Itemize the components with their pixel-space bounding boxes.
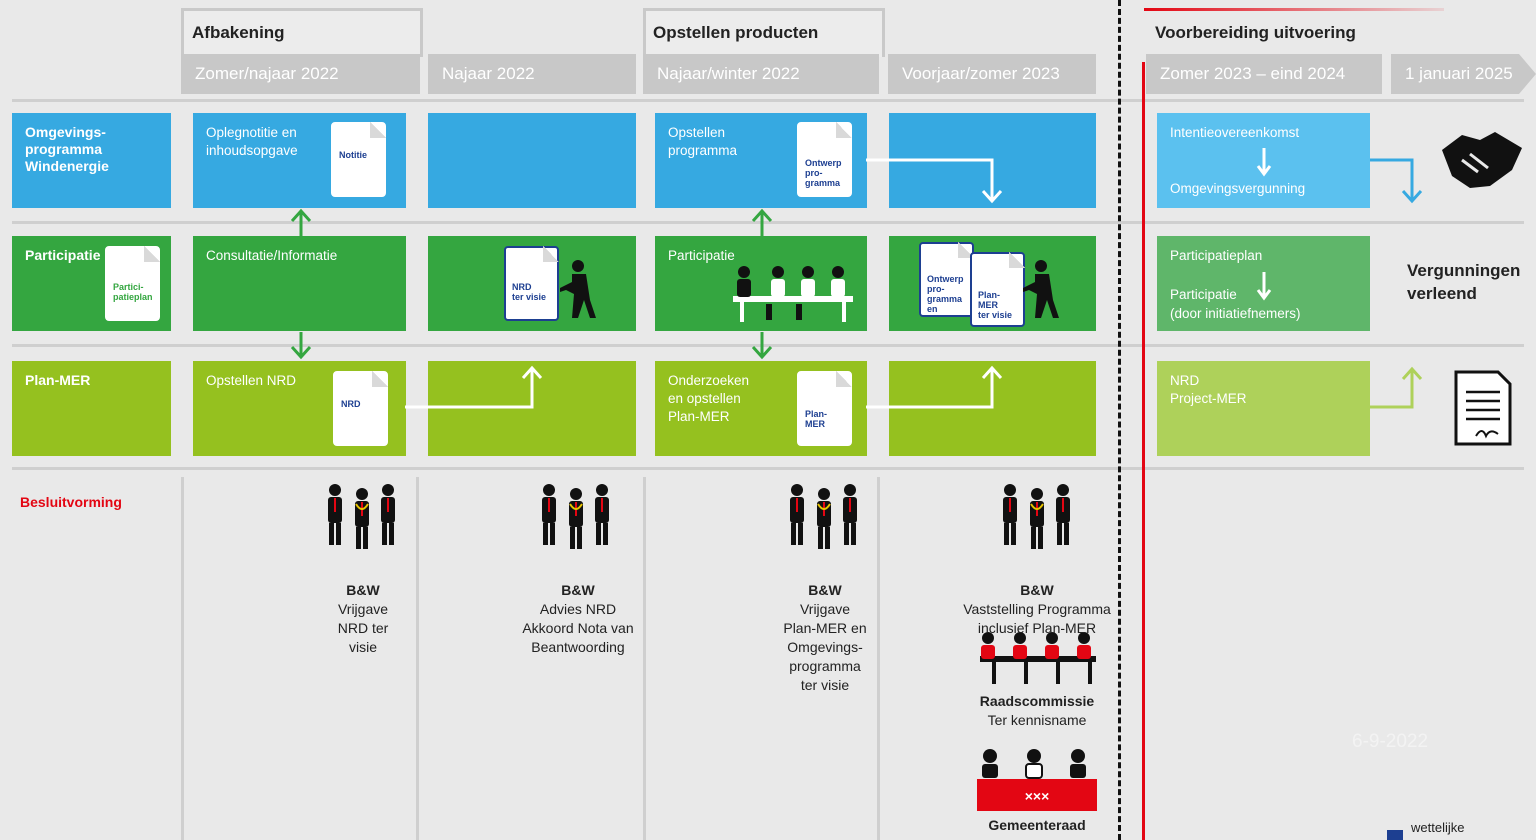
decision-1-text: Vrijgave NRD ter visie bbox=[337, 601, 389, 655]
slide-date: 6-9-2022 bbox=[1352, 731, 1429, 752]
gemeenteraad: Gemeenteraad bbox=[988, 817, 1086, 833]
doc-ontwerp1-label: Ontwerp pro- gramma bbox=[805, 158, 842, 188]
doc-notitie-label: Notitie bbox=[339, 150, 367, 160]
bw-group-icon-4 bbox=[1003, 484, 1070, 549]
doc-particip-label: Partici- patieplan bbox=[113, 282, 153, 302]
decision-4-text: Vaststelling Programma inclusief Plan-ME… bbox=[963, 601, 1111, 636]
phase-voorbereiding-title: Voorbereiding uitvoering bbox=[1155, 23, 1356, 42]
vline-2 bbox=[416, 477, 419, 840]
presenter-icon-1 bbox=[560, 260, 596, 318]
doc-nrd-label: NRD bbox=[341, 399, 361, 409]
cell-consultatie: Consultatie/Informatie bbox=[193, 236, 406, 331]
legend-text: wettelijke bbox=[1411, 820, 1465, 835]
green-arrow-up-1 bbox=[290, 208, 773, 360]
bw-group-icon-1 bbox=[328, 484, 395, 549]
document-ontwerp-programma-icon: Ontwerp pro- gramma bbox=[797, 122, 852, 197]
period-6: 1 januari 2025 bbox=[1391, 54, 1519, 94]
separator-header bbox=[12, 99, 1524, 102]
doc-nrd-visie-label: NRD ter visie bbox=[512, 282, 547, 302]
raadscommissie-text: Ter kennisname bbox=[987, 712, 1087, 728]
phase-afbakening-box bbox=[181, 8, 423, 57]
decision-2: B&W Advies NRD Akkoord Nota van Beantwoor… bbox=[508, 562, 648, 657]
period-3: Najaar/winter 2022 bbox=[643, 54, 879, 94]
mayor-chain-icons bbox=[355, 503, 1044, 510]
separator-row2 bbox=[12, 344, 1524, 347]
text-intentieovereenkomst: Intentieovereenkomst bbox=[1170, 125, 1300, 140]
red-divider bbox=[1142, 62, 1145, 840]
decision-3-title: B&W bbox=[808, 582, 842, 598]
document-plan-mer-visie-icon: Plan- MER ter visie bbox=[970, 252, 1025, 327]
svg-text:×××: ××× bbox=[1025, 788, 1050, 804]
period-2: Najaar 2022 bbox=[428, 54, 636, 94]
document-participatieplan-icon: Partici- patieplan bbox=[105, 246, 160, 321]
meeting-table-icon bbox=[733, 266, 853, 322]
handshake-icon bbox=[1442, 132, 1522, 188]
raadscommissie-title: Raadscommissie bbox=[979, 693, 1095, 709]
decision-3: B&W Vrijgave Plan-MER en Omgevings- progr… bbox=[770, 562, 880, 695]
period-4: Voorjaar/zomer 2023 bbox=[888, 54, 1096, 94]
row-label-plan-mer: Plan-MER bbox=[12, 361, 171, 456]
doc-planmer-visie-label: Plan- MER ter visie bbox=[978, 290, 1013, 320]
text-participatie-initiatiefnemers: Participatie (door initiatiefnemers) bbox=[1170, 285, 1301, 323]
legend-marker bbox=[1387, 830, 1403, 840]
document-plan-mer-icon: Plan- MER bbox=[797, 371, 852, 446]
decision-3-text: Vrijgave Plan-MER en Omgevings- programm… bbox=[783, 601, 867, 693]
vline-3 bbox=[643, 477, 646, 840]
vline-1 bbox=[181, 477, 184, 840]
bw-group-icon-2 bbox=[542, 484, 609, 549]
decision-2-text: Advies NRD Akkoord Nota van Beantwoordin… bbox=[522, 601, 634, 655]
decision-2-title: B&W bbox=[561, 582, 595, 598]
document-notitie-icon: Notitie bbox=[331, 122, 386, 197]
decision-4: B&W Vaststelling Programma inclusief Plan… bbox=[952, 562, 1122, 638]
separator-row1 bbox=[12, 221, 1524, 224]
raadscommissie-icon bbox=[980, 632, 1096, 684]
gemeenteraad-icon: ××× bbox=[977, 749, 1097, 811]
permit-document-icon bbox=[1454, 370, 1512, 446]
decision-4-title: B&W bbox=[1020, 582, 1054, 598]
dashed-divider bbox=[1118, 0, 1121, 840]
phase-voorbereiding-topline bbox=[1144, 8, 1444, 11]
phase-opstellen-title: Opstellen producten bbox=[653, 23, 819, 42]
text-door-initiatiefnemers: (door initiatiefnemers) bbox=[1170, 306, 1301, 321]
row-label-omgevingsprogramma: Omgevings- programma Windenergie bbox=[12, 113, 171, 208]
document-nrd-ter-visie-icon: NRD ter visie bbox=[504, 246, 559, 321]
row-label-besluitvorming: Besluitvorming bbox=[20, 494, 122, 510]
phase-opstellen-box bbox=[643, 8, 885, 57]
presenter-icon-2 bbox=[1023, 260, 1059, 318]
cell-nrd-project-mer: NRD Project-MER bbox=[1157, 361, 1370, 456]
vergunningen-verleend-text: Vergunningen verleend bbox=[1407, 261, 1521, 303]
bw-group-icon-3 bbox=[790, 484, 857, 549]
decision-1-title: B&W bbox=[346, 582, 380, 598]
right-arrows bbox=[1370, 158, 1423, 409]
doc-planmer-label: Plan- MER bbox=[805, 409, 828, 429]
text-omgevingsvergunning: Omgevingsvergunning bbox=[1170, 181, 1306, 196]
decision-1: B&W Vrijgave NRD ter visie bbox=[313, 562, 413, 657]
document-ontwerp-programma-visie-icon: Ontwerp pro- gramma en bbox=[919, 242, 974, 317]
period-arrow-tip bbox=[1519, 54, 1536, 94]
text-participatieplan: Participatieplan bbox=[1170, 248, 1263, 263]
period-1: Zomer/najaar 2022 bbox=[181, 54, 420, 94]
period-5: Zomer 2023 – eind 2024 bbox=[1146, 54, 1382, 94]
separator-row3 bbox=[12, 467, 1524, 470]
white-flow-arrows bbox=[405, 148, 1272, 409]
vline-4 bbox=[877, 477, 880, 840]
text-participatie-r2c5: Participatie bbox=[1170, 287, 1237, 302]
cell-r1-c2 bbox=[428, 113, 636, 208]
phase-afbakening-title: Afbakening bbox=[192, 23, 285, 42]
document-nrd-icon: NRD bbox=[333, 371, 388, 446]
doc-ontwerp2-label: Ontwerp pro- gramma en bbox=[927, 274, 964, 314]
